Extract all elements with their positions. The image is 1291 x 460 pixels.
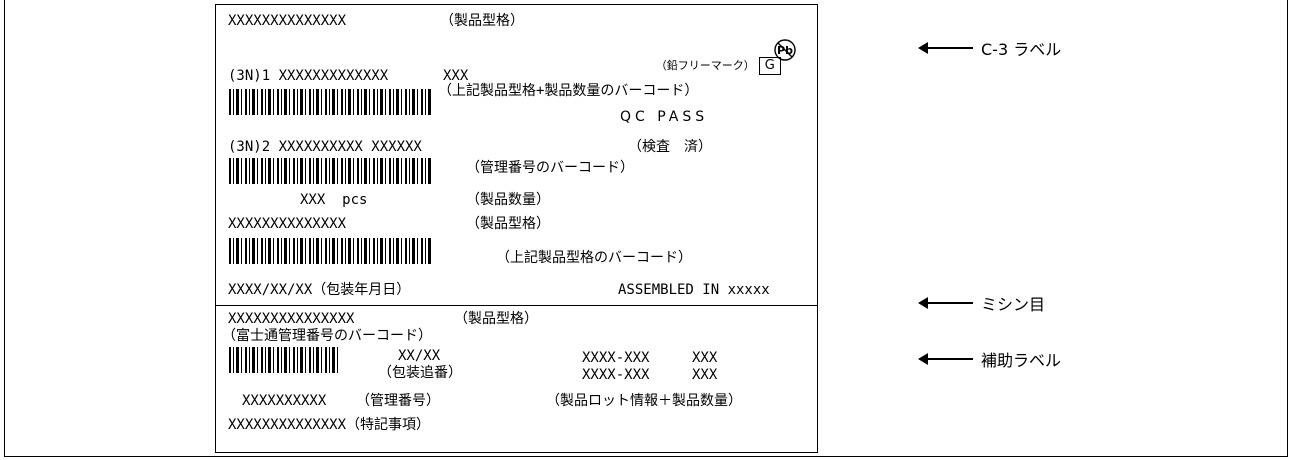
arrow-left-icon [918, 42, 973, 54]
barcode-model [229, 238, 432, 264]
qc-pass-text: QC PASS [620, 109, 709, 125]
lot-2: XXXX-XXX [582, 367, 650, 383]
callout-c3-text: C-3 ラベル [981, 40, 1062, 59]
arrow-left-icon [918, 297, 973, 309]
callout-aux-text: 補助ラベル [981, 351, 1062, 370]
lead-free-mark-row: （鉛フリーマーク）G [622, 41, 781, 91]
callout-perforation: ミシン目 [918, 292, 1046, 314]
model-code: XXXXXXXXXXXXXX [228, 13, 347, 29]
pack-seq: XX/XX [398, 348, 441, 364]
callout-aux-label: 補助ラベル [918, 348, 1062, 370]
aux-model-desc: （製品型格） [454, 311, 538, 327]
barcode-model-qty [229, 89, 432, 115]
line1-barcode-desc: （上記製品型格+製品数量のバーコード） [438, 83, 699, 99]
special-notes: XXXXXXXXXXXXXX（特記事項） [228, 417, 431, 433]
pack-date: XXXX/XX/XX（包装年月日） [228, 282, 411, 298]
lot-1: XXXX-XXX [582, 350, 650, 366]
figure-frame [4, 0, 1288, 457]
pack-seq-desc: （包装追番） [378, 365, 462, 381]
svg-text:Pb: Pb [777, 44, 793, 57]
lot-1-qty: XXX [692, 350, 718, 366]
line2-code: (3N)2 XXXXXXXXXX XXXXXX [228, 139, 422, 155]
barcode-model-desc: （上記製品型格のバーコード） [496, 250, 692, 266]
inspected-text: （検査 済） [628, 139, 712, 155]
arrow-left-icon [918, 353, 973, 365]
barcode-fujitsu [229, 347, 341, 373]
perforation-line [216, 305, 817, 306]
lot-2-qty: XXX [692, 367, 718, 383]
aux-mgmt-number: XXXXXXXXXX [242, 393, 327, 409]
quantity-value: XXX pcs [300, 192, 368, 208]
label-sheet: XXXXXXXXXXXXXX （製品型格） （鉛フリーマーク）G Pb (3N)… [215, 4, 818, 453]
g-mark-box: G [758, 57, 781, 75]
aux-fujitsu-barcode-desc: （富士通管理番号のバーコード） [222, 328, 432, 344]
quantity-desc: （製品数量） [466, 192, 550, 208]
lot-info-desc: （製品ロット情報＋製品数量） [546, 393, 742, 409]
model-desc-2: （製品型格） [466, 216, 550, 232]
pb-free-icon: Pb [774, 39, 796, 61]
aux-mgmt-desc: （管理番号） [356, 393, 440, 409]
line1-qty: XXX [443, 68, 469, 84]
model-code-2: XXXXXXXXXXXXXX [228, 216, 347, 232]
callout-c3-label: C-3 ラベル [918, 37, 1062, 59]
aux-model-code: XXXXXXXXXXXXXXX [228, 311, 355, 327]
assembled-in: ASSEMBLED IN xxxxx [618, 282, 770, 298]
line1-code: (3N)1 XXXXXXXXXXXXX [228, 68, 389, 84]
barcode-mgmt-number [229, 158, 432, 184]
model-desc: （製品型格） [440, 13, 524, 29]
callout-perforation-text: ミシン目 [981, 295, 1046, 314]
line2-barcode-desc: （管理番号のバーコード） [466, 160, 634, 176]
lead-free-label: （鉛フリーマーク） [655, 59, 755, 72]
